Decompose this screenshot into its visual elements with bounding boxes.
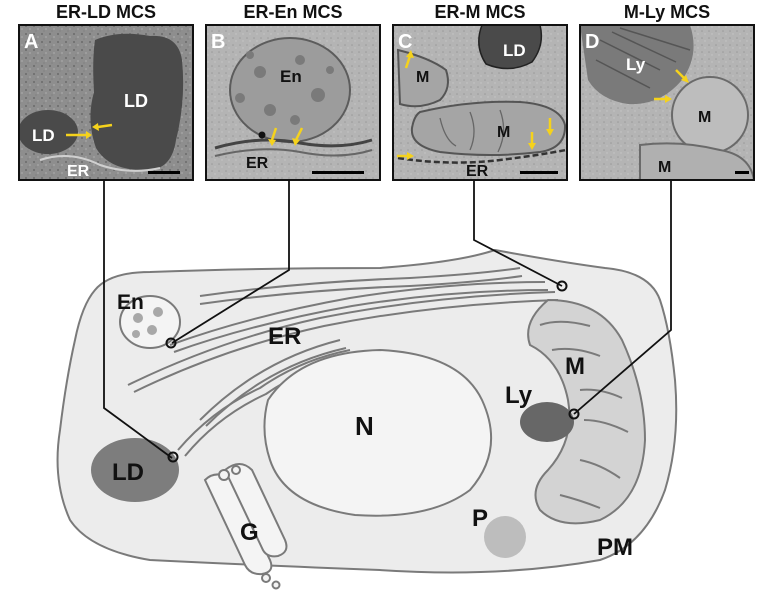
panel-d-header: M-Ly MCS — [624, 2, 710, 22]
panel-c-micrograph — [393, 25, 567, 180]
panel-d-frame — [579, 24, 755, 181]
cell-label-g: G — [240, 519, 259, 546]
panel-c-label-er: ER — [466, 163, 489, 180]
panel-c-letter: C — [398, 31, 412, 53]
panel-d-micrograph — [580, 25, 754, 180]
panel-a-label-ld-small: LD — [32, 126, 55, 145]
panel-c-frame — [392, 24, 568, 181]
panel-a-micrograph — [19, 25, 193, 180]
panel-d-label-ly: Ly — [626, 55, 646, 74]
panel-c-label-ld: LD — [503, 41, 526, 60]
cell-nucleus — [263, 348, 493, 517]
contact-site-markers — [165, 280, 580, 463]
panel-a-header: ER-LD MCS — [56, 2, 156, 22]
panel-a-scale-bar — [148, 171, 180, 174]
panel-d-scale-bar — [735, 171, 749, 174]
cell-label-ly: Ly — [505, 382, 533, 409]
panel-b-micrograph — [206, 25, 380, 180]
cell-label-pm: PM — [597, 534, 633, 561]
panel-c-label-m-upper: M — [416, 69, 429, 86]
cell-mito-cristae — [539, 320, 629, 509]
panel-c-label-m-lower: M — [497, 124, 510, 141]
panel-c-scale-bar — [520, 171, 558, 174]
panel-a-arrow-2 — [97, 123, 113, 129]
panel-c-er-membrane — [397, 148, 567, 164]
panel-b-frame — [205, 24, 381, 181]
panel-c-lipid-droplet — [478, 25, 543, 70]
panel-a-label-er: ER — [67, 163, 90, 180]
cell-label-en: En — [117, 291, 144, 314]
panel-d-label-m-lower: M — [658, 159, 671, 176]
panel-b-label-er: ER — [246, 155, 269, 172]
panel-a-letter: A — [24, 31, 38, 53]
panel-d-arrow-1 — [675, 69, 685, 79]
cell-label-m: M — [565, 353, 585, 380]
panel-a-label-ld-large: LD — [124, 91, 148, 111]
cell-peroxisome — [484, 516, 526, 558]
panel-d-mito-lower — [639, 142, 754, 180]
cell-lysosome — [520, 402, 574, 442]
panel-c-header: ER-M MCS — [435, 2, 526, 22]
panel-c-mito-upper — [396, 48, 449, 108]
panel-c-arrow-1 — [404, 55, 412, 69]
cell-mitochondrion — [527, 298, 647, 525]
panel-d-label-m-round: M — [698, 109, 711, 126]
cell-label-n: N — [355, 411, 374, 441]
panel-b-arrow-1 — [270, 127, 278, 141]
panel-d-letter: D — [585, 31, 599, 53]
panel-a-large-lipid-droplet — [90, 33, 184, 171]
cell-golgi — [203, 463, 288, 590]
panel-b-label-en: En — [280, 67, 302, 86]
cell-lipid-droplet — [91, 438, 179, 502]
panel-a-frame — [18, 24, 194, 181]
panel-b-header: ER-En MCS — [244, 2, 343, 22]
panel-b-er-membrane — [214, 138, 373, 150]
cell-label-er: ER — [268, 323, 301, 350]
panel-c-mito-lower — [410, 100, 567, 156]
panel-b-arrow-2 — [294, 127, 304, 141]
cell-label-ld: LD — [112, 459, 144, 486]
panel-a-small-lipid-droplet — [19, 110, 78, 154]
panel-connectors — [103, 180, 672, 459]
cell-er-network — [127, 267, 559, 457]
panel-b-scale-bar — [312, 171, 364, 174]
panel-b-letter: B — [211, 31, 225, 53]
cell-label-p: P — [472, 505, 488, 532]
